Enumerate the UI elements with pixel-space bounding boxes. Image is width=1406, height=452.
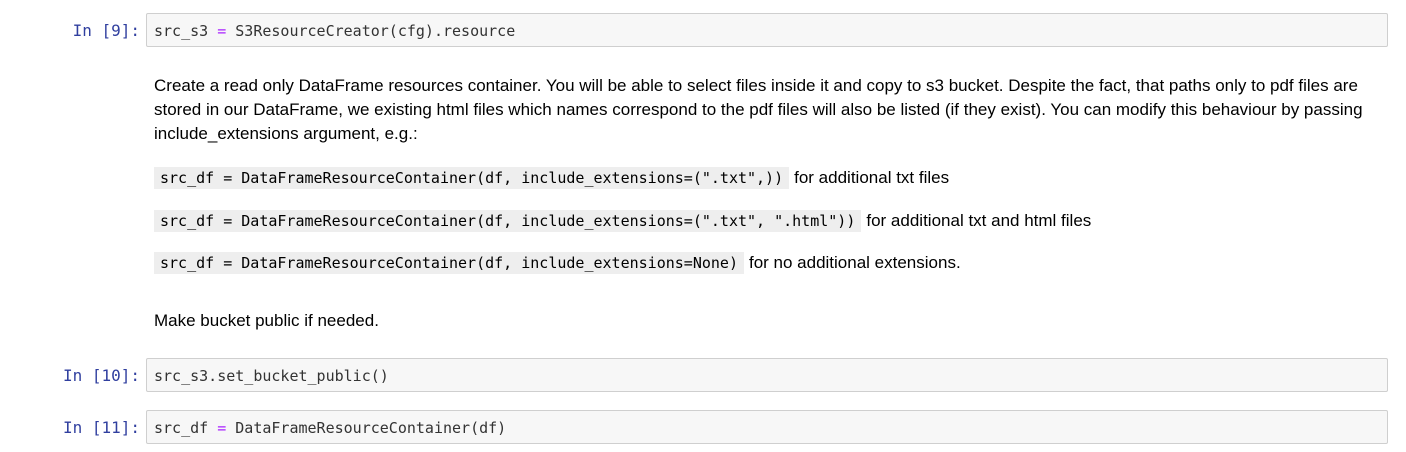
cell-10-code: src_s3.set_bucket_public() bbox=[154, 367, 389, 385]
example-1-description: for additional txt files bbox=[794, 168, 950, 187]
example-line-1: src_df = DataFrameResourceContainer(df, … bbox=[154, 166, 949, 190]
markdown-paragraph: Create a read only DataFrame resources c… bbox=[154, 76, 1363, 143]
cell-10-code-editor[interactable]: src_s3.set_bucket_public() bbox=[146, 358, 1388, 392]
example-1-code: src_df = DataFrameResourceContainer(df, … bbox=[154, 167, 790, 189]
cell-11-prompt: In [11]: bbox=[62, 418, 140, 437]
cell-9-code-lhs: src_s3 bbox=[154, 22, 218, 40]
cell-9-code-editor[interactable]: src_s3 = S3ResourceCreator(cfg).resource bbox=[146, 13, 1388, 47]
cell-10-prompt: In [10]: bbox=[62, 366, 140, 385]
cell-11-assign-operator: = bbox=[217, 419, 227, 437]
example-3-code: src_df = DataFrameResourceContainer(df, … bbox=[154, 252, 744, 274]
example-2-code: src_df = DataFrameResourceContainer(df, … bbox=[154, 210, 862, 232]
cell-11-code-editor[interactable]: src_df = DataFrameResourceContainer(df) bbox=[146, 410, 1388, 444]
bucket-note: Make bucket public if needed. bbox=[154, 311, 379, 330]
cell-9-code-rhs: S3ResourceCreator(cfg).resource bbox=[226, 22, 516, 40]
cell-11-code-rhs: DataFrameResourceContainer(df) bbox=[226, 419, 507, 437]
cell-11-code-lhs: src_df bbox=[154, 419, 218, 437]
example-line-2: src_df = DataFrameResourceContainer(df, … bbox=[154, 209, 1091, 233]
cell-9-assign-operator: = bbox=[217, 22, 227, 40]
example-3-description: for no additional extensions. bbox=[748, 253, 961, 272]
cell-9-prompt: In [9]: bbox=[72, 21, 140, 40]
example-2-description: for additional txt and html files bbox=[866, 211, 1092, 230]
example-line-3: src_df = DataFrameResourceContainer(df, … bbox=[154, 251, 961, 275]
